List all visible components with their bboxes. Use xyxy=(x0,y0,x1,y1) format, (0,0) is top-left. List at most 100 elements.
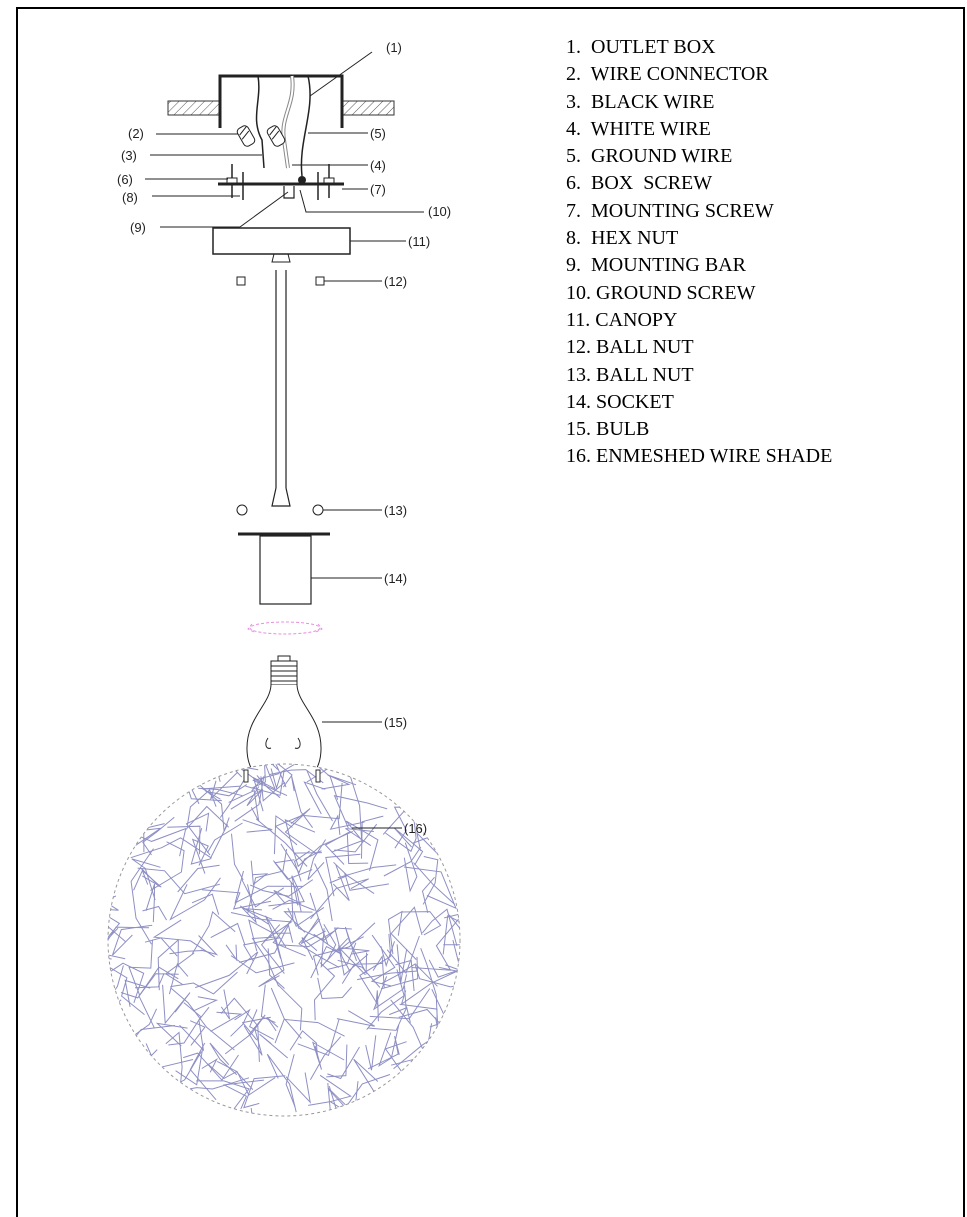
shade-wire-strand xyxy=(210,1011,243,1032)
shade-wire-strand xyxy=(179,1006,210,1052)
shade-wire-strand xyxy=(309,1036,342,1080)
callout-8: (8) xyxy=(122,190,138,205)
parts-list-item: 9. MOUNTING BAR xyxy=(566,254,746,277)
shade-wire-strand xyxy=(191,910,236,954)
shade-wire-strand xyxy=(269,769,324,784)
shade-wire-strand xyxy=(323,924,337,962)
shade-wire-strand xyxy=(338,945,369,976)
shade-wire-strand xyxy=(312,1041,345,1070)
shade-wire-strand xyxy=(307,839,327,881)
shade-wire-strand xyxy=(393,827,424,866)
shade-wire-strand xyxy=(251,936,280,987)
shade-wire-strand xyxy=(196,782,230,832)
shade-wire-strand xyxy=(328,1074,391,1109)
shade-wire-strand xyxy=(255,818,308,867)
shade-wire-strand xyxy=(108,944,126,968)
shade-wire-strand xyxy=(289,1030,318,1059)
callout-4: (4) xyxy=(370,158,386,173)
parts-list: 1. OUTLET BOX 2. WIRE CONNECTOR 3. BLACK… xyxy=(566,34,832,471)
shade-wire-strand xyxy=(375,990,379,1022)
wire-connector xyxy=(236,125,286,147)
leader-lines xyxy=(145,51,424,829)
shade-wire-strand xyxy=(241,879,285,908)
shade-wire-strand xyxy=(167,825,201,855)
shade-wire-strand xyxy=(385,813,417,853)
shade-wire-strand xyxy=(142,816,175,856)
parts-list-item: 5. GROUND WIRE xyxy=(566,145,733,168)
shade-wire-strand xyxy=(192,996,219,1012)
ground-wire xyxy=(300,75,311,177)
parts-list-item: 14. SOCKET xyxy=(566,390,674,413)
parts-list-item: 2. WIRE CONNECTOR xyxy=(566,63,769,86)
shade-wire-strand xyxy=(247,849,288,914)
shade-wire-strand xyxy=(274,1018,345,1044)
wires xyxy=(255,75,311,177)
shade-wire-strand xyxy=(130,837,212,859)
shade-wire-strand xyxy=(422,908,458,947)
parts-list-item: 11. CANOPY xyxy=(566,308,678,331)
shade-wire-strand xyxy=(169,877,221,921)
shade-wire-strand xyxy=(130,848,154,945)
shade-wire-strand xyxy=(259,1033,289,1059)
shade-wire-strand xyxy=(443,914,460,946)
shade-wire-strand xyxy=(327,942,357,970)
callout-3: (3) xyxy=(121,148,137,163)
shade-wire-strand xyxy=(137,867,221,895)
shade-wire-strand xyxy=(290,775,314,828)
shade-wire-strand xyxy=(134,973,165,989)
shade-wire-strand xyxy=(267,948,285,989)
shade-wire-strand xyxy=(303,781,326,815)
parts-list-item: 6. BOX SCREW xyxy=(566,172,713,195)
shade-wire-strand xyxy=(260,924,285,974)
shade-wire-strand xyxy=(170,987,235,1051)
rotation-arrow xyxy=(247,621,323,635)
shade-wire-strand xyxy=(368,1005,411,1031)
ball-nut-12-left xyxy=(236,276,246,286)
shade-wire-strand xyxy=(248,919,291,952)
mounting-bar xyxy=(218,164,344,200)
shade-wire-strand xyxy=(231,833,244,881)
shade-wire-strand xyxy=(175,1049,203,1086)
shade-wire-strand xyxy=(201,1058,218,1073)
shade-wire-strand xyxy=(337,959,381,988)
shade-wire-strand xyxy=(444,897,460,919)
shade-wire-strand xyxy=(169,950,204,955)
shade-wire-strand xyxy=(284,818,322,854)
callout-11: (11) xyxy=(408,234,430,249)
shade-wire-strand xyxy=(207,1063,254,1090)
shade-wire-strand xyxy=(293,912,339,941)
parts-list-item: 13. BALL NUT xyxy=(566,363,694,386)
shade-wire-strand xyxy=(219,773,249,818)
shade-wire-strand xyxy=(243,1075,286,1109)
shade-wire-strand xyxy=(112,924,153,956)
shade-wire-strand xyxy=(242,819,273,833)
enmeshed-wire-shade xyxy=(107,763,461,1117)
shade-wire-strand xyxy=(413,862,455,905)
shade-wire-strand xyxy=(341,963,383,984)
parts-list-item: 7. MOUNTING SCREW xyxy=(566,199,774,222)
shade-wire-strand xyxy=(177,864,220,893)
shade-wire-strand xyxy=(357,970,418,981)
shade-wire-strand xyxy=(142,905,168,921)
shade-wire-strand xyxy=(205,784,248,797)
shade-wire-strand xyxy=(185,812,211,856)
shade-wire-strand xyxy=(195,951,259,989)
shade-wire-strand xyxy=(369,988,431,1020)
callout-9: (9) xyxy=(130,220,146,235)
parts-list-item: 8. HEX NUT xyxy=(566,227,679,250)
shade-wire-strand xyxy=(380,956,419,990)
shade-wire-strand xyxy=(268,875,305,907)
shade-wire-strand xyxy=(277,984,303,1031)
shade-wire-strand xyxy=(230,955,295,974)
shade-wire-strand xyxy=(325,853,361,897)
shade-wire-strand xyxy=(170,971,238,995)
shade-wire-strand xyxy=(324,831,350,865)
shade-wire-strand xyxy=(222,1079,264,1110)
shade-wire-strand xyxy=(380,941,395,968)
shade-wire-strand xyxy=(326,1044,348,1078)
shade-wire-strand xyxy=(265,915,287,959)
shade-wire-strand xyxy=(337,947,370,976)
shade-wire-strand xyxy=(346,832,369,865)
bulb xyxy=(246,655,322,785)
shade-wire-strand xyxy=(321,774,357,790)
